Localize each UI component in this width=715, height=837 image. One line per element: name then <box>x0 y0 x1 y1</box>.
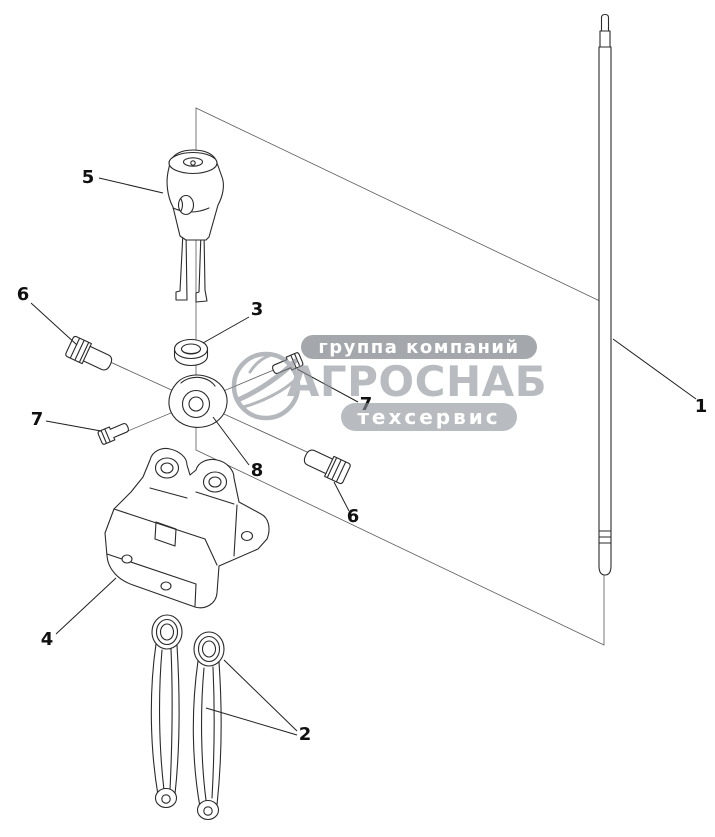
arm-front-foot-hole <box>161 794 171 804</box>
hub-top-edge <box>180 376 216 387</box>
plug-upper-flange <box>82 345 91 362</box>
watermark-logo-circle <box>231 351 301 421</box>
bracket-facet-top <box>113 508 206 540</box>
ring-bore-depth <box>181 349 201 355</box>
plug-lower-rib-3 <box>326 457 337 478</box>
watermark-logo-sprig <box>248 353 273 374</box>
plug-lower-flange <box>325 458 334 475</box>
bracket-lug-base-left <box>149 487 188 499</box>
leader-1 <box>612 338 697 400</box>
leader-7-upper <box>296 368 359 403</box>
arm-back-eye-ring <box>197 635 221 663</box>
part-number-labels: 1 5 6 3 7 7 8 6 4 2 <box>17 167 708 745</box>
bracket-lug-hole-left-inner <box>160 462 174 474</box>
part-8-hub <box>168 374 228 428</box>
watermark-brand-text: АГРОСНАБ <box>287 357 547 406</box>
bracket-wing-fold <box>233 504 238 557</box>
arm-front-eye-ring <box>155 618 179 646</box>
leader-6-lower <box>333 481 350 512</box>
watermark-logo-swoosh-2 <box>241 377 298 409</box>
arm-front-eye-hole <box>159 623 175 641</box>
label-part-8: 8 <box>251 460 264 481</box>
clevis-top-pin <box>190 160 196 166</box>
bracket-base-corner <box>194 583 197 607</box>
arm-front-shaft <box>150 643 180 796</box>
clevis-top-hole <box>182 157 204 167</box>
bolt-lower-rib-2 <box>100 429 108 444</box>
arm-back-eye-hole <box>201 640 217 658</box>
arm-back-web-line-2 <box>211 666 215 799</box>
label-part-3: 3 <box>251 299 264 320</box>
part-6-plug-upper <box>65 335 113 371</box>
leader-6-upper <box>30 302 78 346</box>
label-part-1: 1 <box>695 396 708 417</box>
leader-7-lower <box>45 420 102 432</box>
leader-8 <box>212 416 250 466</box>
part-3-ring <box>173 338 209 367</box>
label-part-4: 4 <box>41 629 54 650</box>
label-part-6-upper: 6 <box>17 284 30 305</box>
label-part-2: 2 <box>299 724 312 745</box>
clevis-side-hole-depth <box>180 198 184 212</box>
label-part-6-lower: 6 <box>347 506 360 527</box>
leader-2a <box>223 659 298 732</box>
bracket-slot <box>154 521 177 547</box>
clevis-tine-left <box>175 231 188 301</box>
watermark-bottom-text: техсервис <box>357 405 500 429</box>
bracket-base-hole-1 <box>121 554 133 564</box>
part-6-plug-lower <box>303 449 351 485</box>
bracket-outline <box>104 447 270 609</box>
bracket-lug-base-right <box>195 491 235 505</box>
bracket-lug-hole-right-inner <box>208 476 222 488</box>
projection-plane-outline <box>195 107 605 646</box>
leader-lines <box>30 177 697 736</box>
label-part-7-lower: 7 <box>31 409 44 430</box>
bolt-lower-body <box>97 422 129 445</box>
rod-bottom <box>598 530 612 576</box>
bracket-lug-hole-right <box>202 471 228 493</box>
bolt-lower-rib-1 <box>104 428 111 443</box>
projection-plane <box>195 107 605 646</box>
leader-5 <box>98 177 164 194</box>
part-4-bracket <box>104 447 270 609</box>
clevis-side-hole <box>177 194 195 216</box>
watermark-logo-swoosh-1 <box>237 358 298 402</box>
arm-back-foot-hole <box>203 806 213 816</box>
plug-upper-rib-2 <box>74 340 85 361</box>
plug-upper-body <box>65 335 113 371</box>
bracket-lug-hole-left <box>154 457 180 479</box>
watermark-bottom-bar <box>341 403 517 431</box>
hub-bore <box>188 396 204 412</box>
watermark-logo <box>231 351 301 421</box>
rod-collar <box>599 30 611 48</box>
plug-lower-rib-2 <box>331 459 342 480</box>
part-2-fork-arms <box>150 614 225 821</box>
plug-upper-rib-1 <box>69 338 80 359</box>
watermark-top-text: группа компаний <box>318 337 519 358</box>
leader-4 <box>55 577 117 635</box>
clevis-tine-right <box>195 231 208 303</box>
leader-2b <box>205 707 298 736</box>
rod-body <box>598 46 612 532</box>
watermark-top-bar <box>301 335 537 359</box>
part-5-clevis <box>166 149 224 303</box>
arm-back-shaft <box>192 660 222 808</box>
arm-front-web-line-1 <box>158 649 165 791</box>
bracket-base-hole-2 <box>160 581 172 591</box>
leader-3 <box>202 316 250 344</box>
bracket-facet-side <box>204 538 218 566</box>
watermark: группа компаний АГРОСНАБ техсервис <box>231 335 547 431</box>
arm-back-web-line-1 <box>200 667 207 801</box>
arm-front-web-line-2 <box>169 648 173 791</box>
part-7-bolt-lower <box>97 422 129 445</box>
part-1-rod <box>598 13 612 576</box>
plug-lower-rib-1 <box>336 461 347 482</box>
label-part-5: 5 <box>82 167 95 188</box>
plug-upper-rib-3 <box>79 342 90 363</box>
rod-tip <box>600 13 610 32</box>
plug-lower-body <box>303 449 351 485</box>
bracket-wing-hole <box>240 530 254 542</box>
